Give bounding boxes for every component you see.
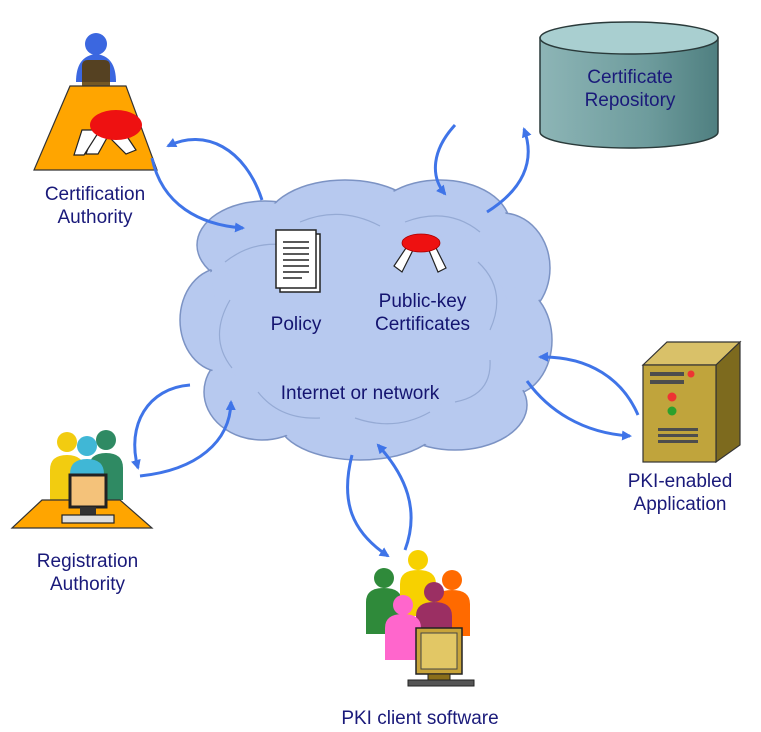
arrow-ra-to-network — [139, 400, 236, 478]
arrow-server-to-network — [538, 351, 640, 416]
group-with-computer-icon — [366, 550, 475, 687]
person-with-seal-icon — [33, 33, 158, 171]
pki-application-label: PKI-enabled Application — [627, 471, 733, 515]
public-key-certificates-label: Public-key Certificates — [374, 291, 471, 335]
certification-authority-label: Certification Authority — [44, 184, 146, 228]
policy-label: Policy — [270, 314, 322, 335]
connection-arrows — [131, 123, 640, 558]
arrow-client-to-network — [376, 443, 413, 551]
internet-network-label: Internet or network — [280, 383, 440, 404]
arrow-network-to-server — [525, 380, 632, 441]
document-icon — [275, 229, 321, 293]
arrow-network-to-client — [346, 454, 390, 558]
pki-client-label: PKI client software — [341, 708, 499, 729]
arrow-network-to-repository — [486, 127, 532, 214]
database-cylinder-icon — [539, 21, 719, 149]
certificate-seal-icon — [393, 233, 447, 273]
arrow-repository-to-network — [433, 123, 457, 196]
arrow-ca-to-network — [150, 157, 245, 233]
arrow-network-to-ca — [166, 138, 264, 201]
certificate-repository-label: Certificate Repository — [584, 67, 676, 111]
network-cloud — [179, 179, 553, 461]
server-tower-icon — [641, 340, 742, 464]
group-at-desk-icon — [10, 430, 154, 529]
arrow-network-to-ra — [131, 383, 191, 470]
registration-authority-label: Registration Authority — [36, 551, 139, 595]
